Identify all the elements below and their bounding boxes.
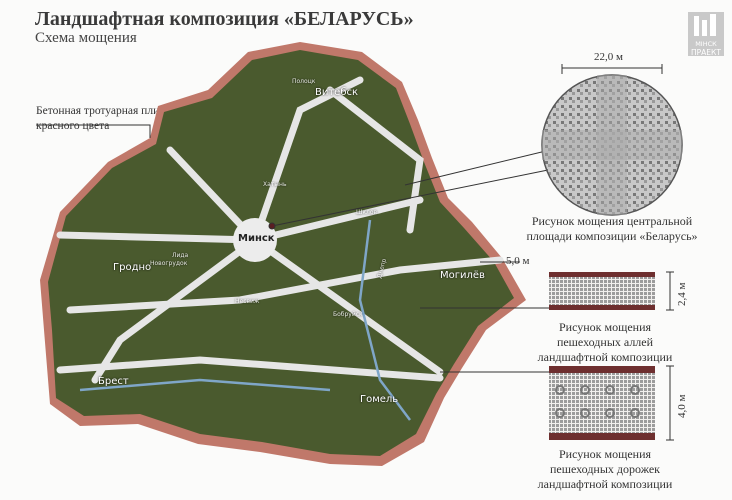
logo-line1: МІНСК [695,40,717,48]
city-brest: Брест [98,376,129,387]
city-grodno: Гродно [113,262,152,273]
leader-lines [36,64,674,441]
place-nesvizh: Несвиж [235,298,260,305]
central-square [233,218,277,262]
central-square-caption: Рисунок мощения центральной площади комп… [500,214,724,244]
city-mogilev: Могилёв [440,270,485,281]
annotation-line1: Бетонная тротуарная плитка [36,105,175,117]
logo-line2: ПРАЕКТ [691,48,721,57]
caption-line: ландшафтной композиции [537,477,673,491]
city-vitebsk: Витебск [315,87,359,98]
rivers [79,219,411,421]
alley-dimension: 2,4 м [676,282,688,306]
map-terrain [48,50,514,456]
caption-line: Рисунок мощения [558,447,652,461]
caption-line: Рисунок мощения [558,320,652,334]
caption-line: площади композиции «Беларусь» [526,229,698,243]
border-dimension: 5,0 м [506,255,530,267]
path-pattern [549,366,655,440]
place-lida: Лида [172,252,189,259]
place-polotsk: Полоцк [292,78,316,85]
alley-caption: Рисунок мощения пешеходных аллей ландшаф… [520,320,690,365]
path-caption: Рисунок мощения пешеходных дорожек ландш… [520,447,690,492]
caption-line: пешеходных аллей [556,335,654,349]
path-dimension: 4,0 м [676,394,688,418]
place-shklov: Шклов [356,209,378,216]
caption-line: Рисунок мощения центральной [531,214,693,228]
city-gomel: Гомель [360,394,399,405]
place-bobruisk: Бобруйск [333,311,363,318]
annotation-line2: красного цвета [36,120,110,132]
city-minsk: Минск [238,233,275,244]
building-logo-icon [694,14,716,36]
page-title: Ландшафтная композиция «БЕЛАРУСЬ» [35,8,414,30]
place-khatyn: Хатынь [263,181,287,188]
page-subtitle: Схема мощения [35,30,137,46]
caption-line: пешеходных дорожек [549,462,661,476]
red-tile-annotation: Бетонная тротуарная плитка красного цвет… [36,104,175,134]
caption-line: ландшафтной композиции [537,350,673,364]
minskproekt-logo: МІНСК ПРАЕКТ [688,12,724,57]
central-square-dimension: 22,0 м [594,51,623,63]
place-novogrudok: Новогрудок [150,260,188,267]
alley-pattern [549,272,655,310]
